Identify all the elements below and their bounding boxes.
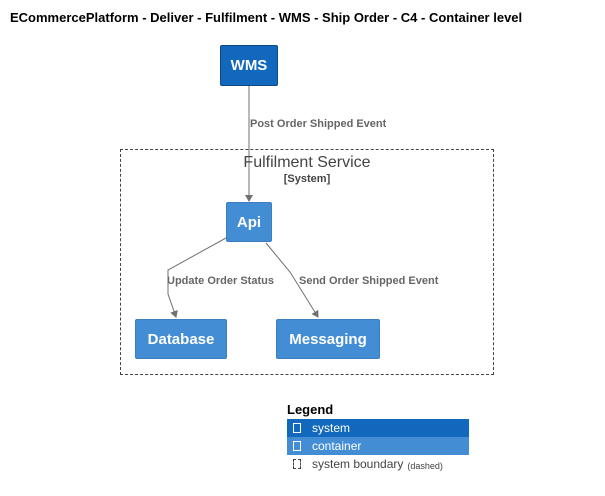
- legend-item-system: system: [287, 419, 469, 437]
- node-messaging[interactable]: Messaging: [276, 319, 380, 359]
- legend-item-label: system boundary: [312, 457, 404, 471]
- legend-boundary-swatch-icon: [293, 459, 301, 469]
- edge-api-to-database: [167, 237, 227, 318]
- edge-label-send-order-shipped: Send Order Shipped Event: [299, 275, 439, 287]
- legend-item-system-boundary: system boundary (dashed): [287, 455, 469, 473]
- boundary-name: Fulfilment Service: [243, 154, 371, 171]
- legend-item-label: container: [312, 439, 362, 453]
- legend-title: Legend: [287, 402, 334, 417]
- legend-item-note: (dashed): [407, 461, 443, 471]
- edge-api-to-messaging: [265, 242, 319, 318]
- node-database-label: Database: [147, 330, 215, 348]
- edge-label-update-order-status: Update Order Status: [167, 275, 274, 287]
- legend-item-label: system: [312, 421, 351, 435]
- node-api[interactable]: Api: [226, 202, 272, 242]
- legend-item-container: container: [287, 437, 469, 455]
- diagram-title: ECommercePlatform - Deliver - Fulfilment…: [10, 10, 523, 25]
- boundary-type: [System]: [283, 173, 331, 185]
- node-messaging-label: Messaging: [289, 330, 367, 348]
- node-wms[interactable]: WMS: [220, 45, 278, 86]
- legend-system-swatch-icon: [293, 423, 301, 433]
- node-wms-label: WMS: [230, 57, 268, 74]
- edge-label-post-order-shipped: Post Order Shipped Event: [250, 118, 387, 130]
- node-database[interactable]: Database: [135, 319, 227, 359]
- legend-container-swatch-icon: [293, 441, 301, 451]
- system-boundary: Fulfilment Service [System]: [120, 149, 494, 375]
- legend: Legend system container system boundary …: [287, 402, 469, 473]
- node-api-label: Api: [236, 213, 262, 231]
